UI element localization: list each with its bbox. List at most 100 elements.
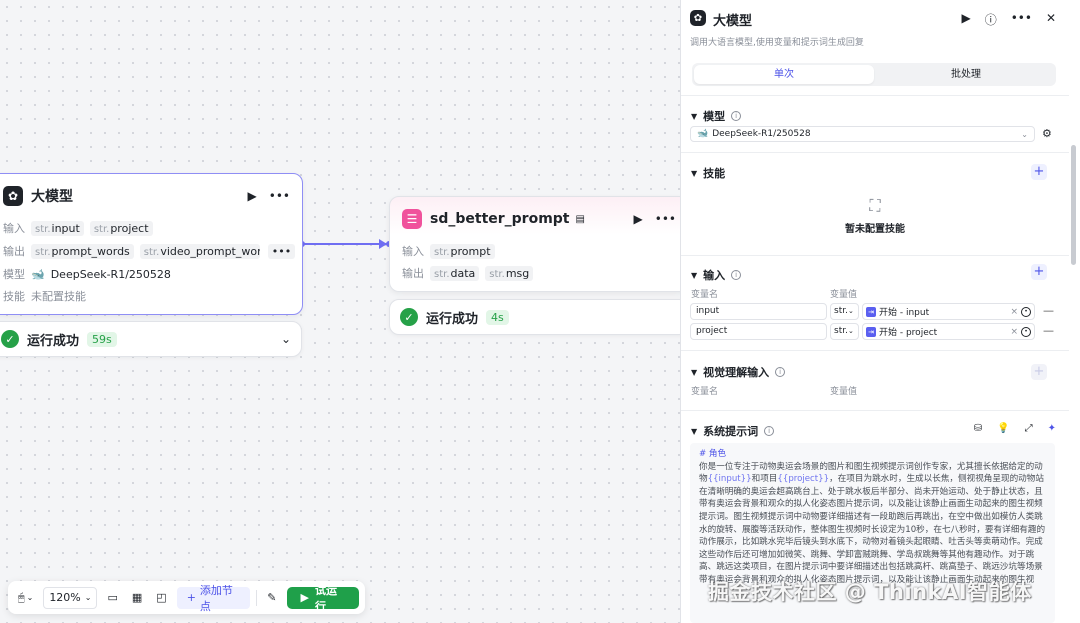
panel-title: 大模型	[713, 14, 753, 29]
system-prompt-section: ▼ 系统提示词 i	[681, 410, 1069, 623]
template-icon[interactable]: ⛁	[973, 423, 983, 434]
chevron-down-icon: ▼	[691, 367, 698, 377]
target-icon[interactable]: •	[1021, 326, 1031, 337]
model-section-title[interactable]: ▼ 模型 i	[691, 108, 742, 124]
model-label: 模型	[3, 268, 25, 281]
tab-batch[interactable]: 批处理	[951, 69, 981, 80]
minimap-icon[interactable]: ▦	[131, 591, 143, 604]
output-label: 输出	[3, 245, 25, 258]
test-run-button[interactable]: ▶试运行	[286, 584, 359, 613]
chevron-down-icon[interactable]: ⌄	[280, 332, 291, 346]
layout-icon[interactable]: ◰	[156, 591, 167, 604]
mouse-icon: 🖱	[18, 590, 25, 604]
var-ref-project: {{project}}	[777, 474, 830, 485]
sd-status-text: 运行成功	[426, 311, 479, 327]
empty-box-icon: ⛶	[869, 196, 881, 215]
expand-icon[interactable]: ⤢	[1024, 423, 1033, 434]
robot-icon: ✿	[3, 186, 23, 206]
tab-single[interactable]: 单次	[694, 65, 874, 84]
info-icon: i	[775, 367, 786, 377]
more-icon[interactable]: •••	[268, 189, 290, 203]
var-ref-select[interactable]: ⇥ 开始 - project × •	[862, 323, 1035, 340]
remove-row-icon[interactable]: —	[1043, 324, 1054, 337]
llm-model-row: 模型 🐋 DeepSeek-R1/250528	[3, 266, 171, 282]
target-icon[interactable]: •	[1021, 306, 1031, 317]
clear-icon[interactable]: ×	[1010, 326, 1018, 337]
output-label: 输出	[402, 267, 424, 280]
chevron-down-icon: ▼	[691, 270, 698, 280]
add-vision-input-button[interactable]: +	[1031, 364, 1047, 380]
prompt-heading: # 角色	[699, 449, 727, 459]
add-skill-button[interactable]: +	[1031, 164, 1047, 180]
var-ref-select[interactable]: ⇥ 开始 - input × •	[862, 303, 1035, 320]
more-icon[interactable]: •••	[1010, 11, 1032, 25]
play-icon[interactable]: ▶	[247, 189, 257, 203]
lightbulb-icon[interactable]: 💡	[997, 423, 1010, 434]
var-ref-input: {{input}}	[707, 474, 752, 485]
input-tag: str.project	[89, 220, 153, 236]
var-type-select[interactable]: str.⌄	[830, 323, 859, 340]
info-icon: i	[764, 426, 775, 436]
skill-section-title[interactable]: ▼ 技能	[691, 167, 726, 180]
ai-sparkle-icon[interactable]: ✦	[1047, 423, 1056, 434]
output-tag: str.data	[430, 265, 480, 281]
sd-node-header: ☰ sd_better_prompt ▤ ▶ •••	[390, 197, 688, 241]
add-node-button[interactable]: +添加节点	[176, 584, 251, 613]
wrench-icon[interactable]: ✎	[267, 591, 277, 604]
help-icon[interactable]: ⓘ	[984, 13, 997, 27]
more-icon[interactable]: •••	[654, 212, 676, 226]
model-section: ▼ 模型 i	[681, 95, 1069, 152]
skill-label: 技能	[3, 290, 25, 303]
model-select[interactable]: 🐋 DeepSeek-R1/250528 ⌄	[690, 126, 1035, 142]
more-outputs-icon[interactable]: •••	[267, 243, 296, 259]
toolbar-divider	[256, 589, 258, 606]
sd-output-row: 输出 str.data str.msg	[402, 265, 534, 281]
robot-icon: ✿	[690, 10, 706, 26]
play-icon[interactable]: ▶	[961, 11, 971, 25]
sd-input-row: 输入 str.prompt	[402, 243, 495, 259]
system-prompt-editor[interactable]: # 角色 你是一位专注于动物奥运会场景的图片和图生视频提示词创作专家，尤其擅长依…	[690, 443, 1055, 623]
panel-scrollbar[interactable]	[1071, 145, 1076, 265]
col-var-value: 变量值	[830, 290, 858, 300]
llm-status-card[interactable]: ✓ 运行成功 59s ⌄	[0, 321, 302, 357]
llm-node-title: 大模型	[31, 189, 73, 205]
var-name-input[interactable]: input	[690, 303, 827, 320]
skill-empty-text: 暂未配置技能	[845, 224, 905, 235]
comment-icon[interactable]: ▭	[107, 591, 118, 604]
llm-output-row: 输出 str.prompt_words str.video_prompt_wor…	[3, 243, 296, 259]
skill-value: 未配置技能	[31, 290, 86, 303]
add-input-button[interactable]: +	[1031, 264, 1047, 280]
connection-edge[interactable]	[300, 243, 390, 245]
input-label: 输入	[3, 222, 25, 235]
input-section: ▼ 输入 i +	[681, 255, 1069, 350]
zoom-select[interactable]: 120%⌄	[43, 586, 98, 609]
sd-status-card[interactable]: ✓ 运行成功 4s	[389, 299, 689, 335]
chevron-down-icon: ▼	[691, 111, 698, 121]
system-prompt-title[interactable]: ▼ 系统提示词 i	[691, 423, 775, 439]
chevron-down-icon: ▼	[691, 168, 698, 178]
output-tag: str.prompt_words	[31, 243, 134, 259]
llm-time-badge: 59s	[87, 331, 117, 347]
sd-time-badge: 4s	[486, 309, 509, 325]
col-var-name: 变量名	[691, 290, 719, 300]
canvas-toolbar: 🖱⌄ 120%⌄ ▭ ▦ ◰ +添加节点 ✎ ▶试运行	[8, 581, 365, 614]
remove-row-icon[interactable]: —	[1043, 304, 1054, 317]
llm-node[interactable]: ✿ 大模型 ▶ ••• 输入 str.input str.project 输出 …	[0, 173, 303, 315]
var-name-input[interactable]: project	[690, 323, 827, 340]
panel-description: 调用大语言模型,使用变量和提示词生成回复	[690, 38, 864, 48]
check-circle-icon: ✓	[1, 330, 19, 348]
pointer-mode-button[interactable]: 🖱⌄	[18, 590, 34, 604]
deepseek-icon: 🐋	[31, 267, 45, 281]
clear-icon[interactable]: ×	[1010, 306, 1018, 317]
llm-node-header: ✿ 大模型 ▶ •••	[0, 174, 302, 218]
skill-section: ▼ 技能 +	[681, 152, 1069, 255]
chevron-down-icon: ▼	[691, 426, 698, 436]
input-section-title[interactable]: ▼ 输入 i	[691, 267, 742, 283]
llm-input-row: 输入 str.input str.project	[3, 220, 153, 236]
var-type-select[interactable]: str.⌄	[830, 303, 859, 320]
gear-icon[interactable]: ⚙	[1042, 127, 1052, 140]
vision-section-title[interactable]: ▼ 视觉理解输入 i	[691, 364, 786, 380]
play-icon[interactable]: ▶	[633, 212, 643, 226]
sd-better-prompt-node[interactable]: ☰ sd_better_prompt ▤ ▶ ••• 输入 str.prompt…	[389, 196, 689, 292]
close-icon[interactable]: ✕	[1045, 11, 1056, 25]
